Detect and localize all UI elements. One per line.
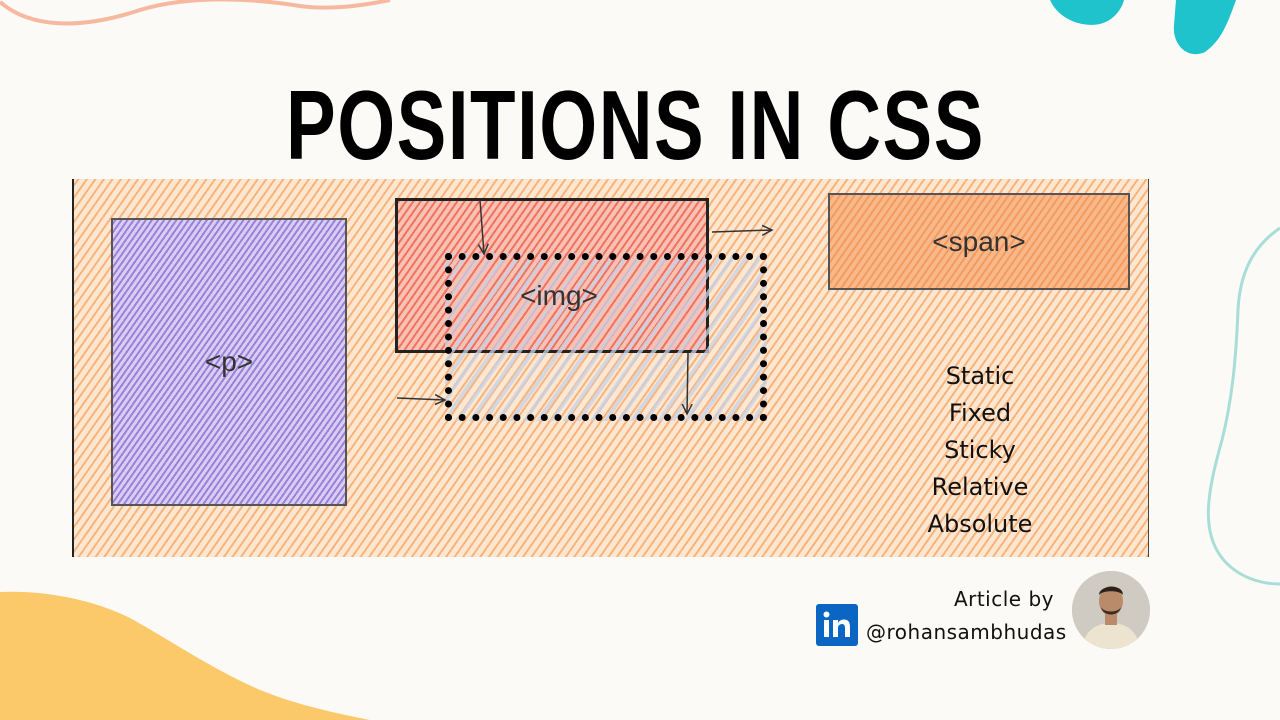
position-sticky: Sticky	[944, 436, 1016, 464]
span-element-box: <span>	[828, 193, 1130, 290]
p-element-label: <p>	[204, 346, 254, 377]
teal-curve-decoration	[1206, 226, 1280, 586]
position-relative: Relative	[931, 473, 1029, 501]
position-static: Static	[945, 362, 1015, 390]
img-label-wrapper: <img>	[500, 276, 618, 316]
arrow-right	[711, 230, 772, 232]
peach-curve-decoration	[0, 0, 391, 26]
yellow-blob-decoration	[0, 591, 370, 720]
span-element-label: <span>	[932, 225, 1026, 257]
img-element-label: <img>	[520, 280, 598, 311]
linkedin-icon[interactable]	[816, 604, 858, 646]
author-handle[interactable]: @rohansambhudas	[866, 620, 1067, 644]
p-element-box: <p>	[111, 218, 347, 506]
arrow-bottom-down	[687, 352, 688, 414]
position-fixed: Fixed	[948, 399, 1012, 427]
arrow-top-down	[480, 199, 484, 254]
author-avatar	[1072, 571, 1150, 649]
teal-blob-decoration-2	[1173, 0, 1236, 55]
position-types-list: Static Fixed Sticky Relative Absolute	[900, 358, 1060, 543]
article-by-label: Article by	[953, 587, 1054, 611]
img-element-offset-box	[445, 253, 767, 421]
teal-blob-decoration	[1050, 0, 1124, 25]
arrow-left-in	[396, 398, 445, 400]
position-absolute: Absolute	[927, 510, 1033, 538]
